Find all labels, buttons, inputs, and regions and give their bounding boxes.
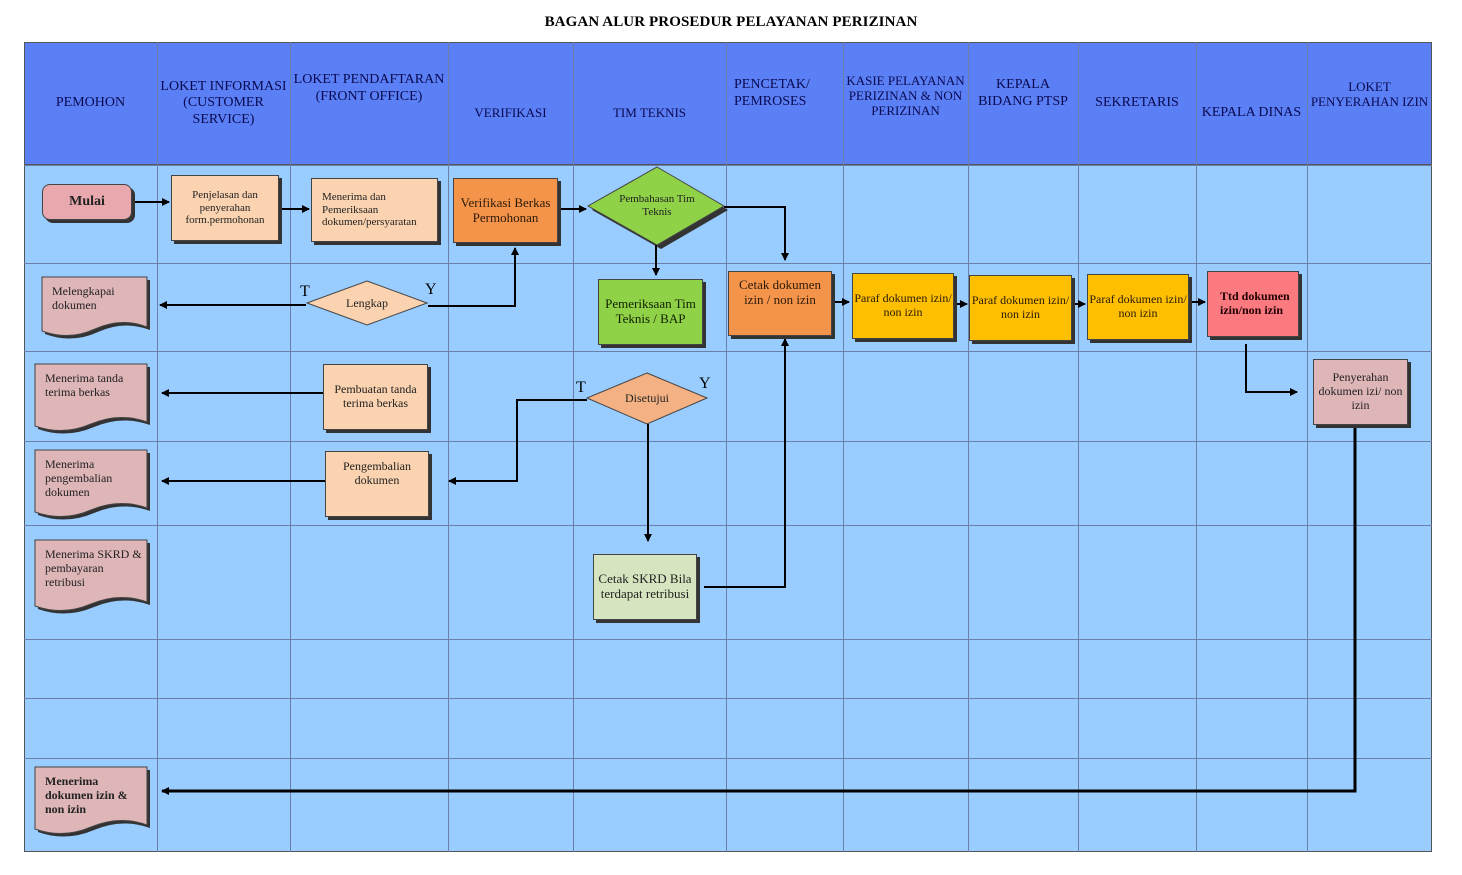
lane-divider	[968, 42, 969, 852]
column-header-sekretaris: SEKRETARIS	[1095, 95, 1179, 111]
document-melengkapai-label: Melengkapai dokumen	[52, 284, 115, 312]
row-divider	[24, 639, 1432, 640]
document-terima-tanda: Menerima tanda terima berkas	[35, 364, 150, 434]
document-menerima-pengembalian-label: Menerima pengembalian dokumen	[45, 457, 113, 499]
diagram-title: BAGAN ALUR PROSEDUR PELAYANAN PERIZINAN	[544, 14, 918, 30]
column-header-kepala-dinas: KEPALA DINAS	[1201, 105, 1302, 121]
swimlane-header	[24, 42, 1432, 165]
disetujui-yes-label: Y	[699, 375, 711, 392]
lane-divider	[843, 42, 844, 852]
process-menerima-pemeriksaan: Menerima dan Pemeriksaan dokumen/persyar…	[311, 178, 438, 242]
row-divider	[24, 441, 1432, 442]
process-ttd: Ttd dokumen izin/non izin	[1207, 271, 1299, 337]
lane-divider	[157, 42, 158, 852]
arrows	[133, 198, 1357, 795]
process-pengembalian: Pengembalian dokumen	[325, 451, 429, 517]
lane-divider	[1196, 42, 1197, 852]
row-divider	[24, 263, 1432, 264]
lane-divider	[573, 42, 574, 852]
column-header-kepala-bidang: KEPALA BIDANG PTSP	[978, 77, 1068, 109]
column-header-loket-pendaftaran: LOKET PENDAFTARAN (FRONT OFFICE)	[293, 72, 445, 104]
lane-divider	[1078, 42, 1079, 852]
row-divider	[24, 165, 1432, 166]
column-header-kasie: KASIE PELAYANAN PERIZINAN & NON PERIZINA…	[846, 73, 965, 118]
lane-divider	[726, 42, 727, 852]
process-pemeriksaan-tim: Pemeriksaan Tim Teknis / BAP	[598, 279, 703, 345]
column-header-tim-teknis: TIM TEKNIS	[612, 105, 687, 121]
lane-divider	[448, 42, 449, 852]
decision-pembahasan-label: Pembahasan Tim Teknis	[619, 193, 695, 218]
decision-diamonds	[305, 166, 728, 425]
document-menerima-skrd: Menerima SKRD & pembayaran retribusi	[35, 540, 150, 614]
column-header-pemohon: PEMOHON	[55, 95, 126, 111]
column-header-loket-informasi: LOKET INFORMASI (CUSTOMER SERVICE)	[160, 79, 287, 127]
process-cetak-skrd: Cetak SKRD Bila terdapat retribusi	[593, 554, 697, 620]
disetujui-no-label: T	[576, 379, 586, 396]
row-divider	[24, 698, 1432, 699]
process-verifikasi-berkas: Verifikasi Berkas Permohonan	[453, 178, 558, 243]
document-menerima-pengembalian: Menerima pengembalian dokumen	[35, 450, 150, 520]
lane-divider	[1307, 42, 1308, 852]
column-header-verifikasi: VERIFIKASI	[474, 105, 547, 121]
decision-disetujui-label: Disetujui	[625, 391, 669, 406]
process-penjelasan: Penjelasan dan penyerahan form.permohona…	[171, 175, 279, 241]
document-menerima-izin-label: Menerima dokumen izin & non izin	[45, 774, 128, 816]
document-terima-tanda-label: Menerima tanda terima berkas	[45, 371, 124, 399]
lengkap-yes-label: Y	[425, 281, 437, 298]
process-paraf-sekretaris: Paraf dokumen izin/ non izin	[1087, 274, 1189, 340]
column-header-pencetak: PENCETAK/ PEMROSES	[734, 77, 810, 109]
process-penyerahan: Penyerahan dokumen izi/ non izin	[1313, 359, 1408, 425]
document-melengkapai: Melengkapai dokumen	[42, 277, 150, 337]
lengkap-no-label: T	[300, 283, 310, 300]
decision-lengkap-label: Lengkap	[346, 296, 388, 311]
lane-divider	[290, 42, 291, 852]
process-paraf-kasie: Paraf dokumen izin/ non izin	[852, 273, 954, 339]
column-header-loket-penyerahan: LOKET PENYERAHAN IZIN	[1310, 78, 1429, 109]
process-pembuatan-tanda: Pembuatan tanda terima berkas	[323, 364, 428, 430]
row-divider	[24, 351, 1432, 352]
start-terminal: Mulai	[42, 184, 132, 220]
row-divider	[24, 758, 1432, 759]
process-cetak-dokumen: Cetak dokumen izin / non izin	[728, 271, 832, 336]
process-paraf-kabid: Paraf dokumen izin/ non izin	[969, 275, 1072, 341]
document-shapes	[34, 276, 150, 837]
document-menerima-izin: Menerima dokumen izin & non izin	[35, 767, 150, 837]
document-menerima-skrd-label: Menerima SKRD & pembayaran retribusi	[45, 547, 142, 589]
row-divider	[24, 525, 1432, 526]
